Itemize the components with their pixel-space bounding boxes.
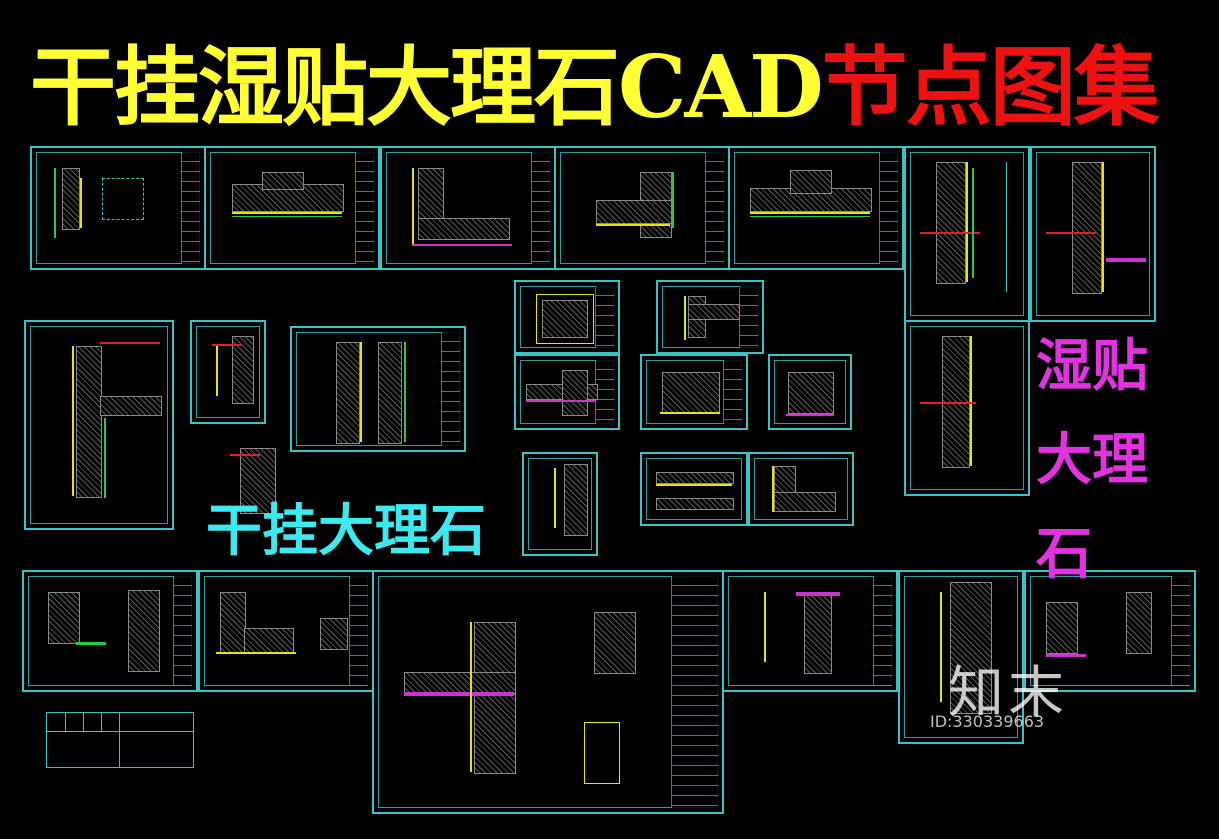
drawing-sheet — [204, 146, 380, 270]
drawing-sheet — [640, 354, 748, 430]
wet-paste-label: 湿贴大理石 — [1036, 320, 1156, 602]
drawing-sheet — [22, 570, 198, 692]
drawing-sheet — [24, 320, 174, 530]
drawing-sheet — [380, 146, 556, 270]
drawing-sheet — [522, 452, 598, 556]
title-part-yellow: 干挂湿贴大理石CAD — [30, 37, 824, 138]
watermark-id: ID:330339663 — [930, 712, 1045, 731]
legend-table — [46, 712, 194, 768]
drawing-sheet — [656, 280, 764, 354]
main-title: 干挂湿贴大理石CAD节点图集 — [30, 28, 1160, 148]
drawing-sheet — [514, 280, 620, 354]
drawing-sheet — [898, 570, 1024, 744]
title-part-red: 节点图集 — [821, 37, 1160, 138]
drawing-sheet — [904, 320, 1030, 496]
drawing-sheet — [30, 146, 206, 270]
drawing-sheet — [722, 570, 898, 692]
dry-hang-label: 干挂大理石 — [206, 499, 486, 564]
drawing-sheet — [1024, 570, 1196, 692]
drawing-sheet — [290, 326, 466, 452]
wet-paste-label-text: 湿贴大理石 — [1036, 334, 1148, 587]
drawing-sheet — [514, 354, 620, 430]
drawing-sheet — [748, 452, 854, 526]
drawing-sheet — [198, 570, 374, 692]
drawing-sheet — [554, 146, 730, 270]
watermark-logo: 知末 — [948, 661, 1068, 726]
drawing-sheet — [904, 146, 1030, 322]
drawing-sheet — [372, 570, 724, 814]
drawing-sheet — [768, 354, 852, 430]
drawing-sheet — [1030, 146, 1156, 322]
drawing-sheet — [640, 452, 748, 526]
elevation-detail — [240, 448, 276, 514]
drawing-sheet — [728, 146, 904, 270]
drawing-sheet — [190, 320, 266, 424]
